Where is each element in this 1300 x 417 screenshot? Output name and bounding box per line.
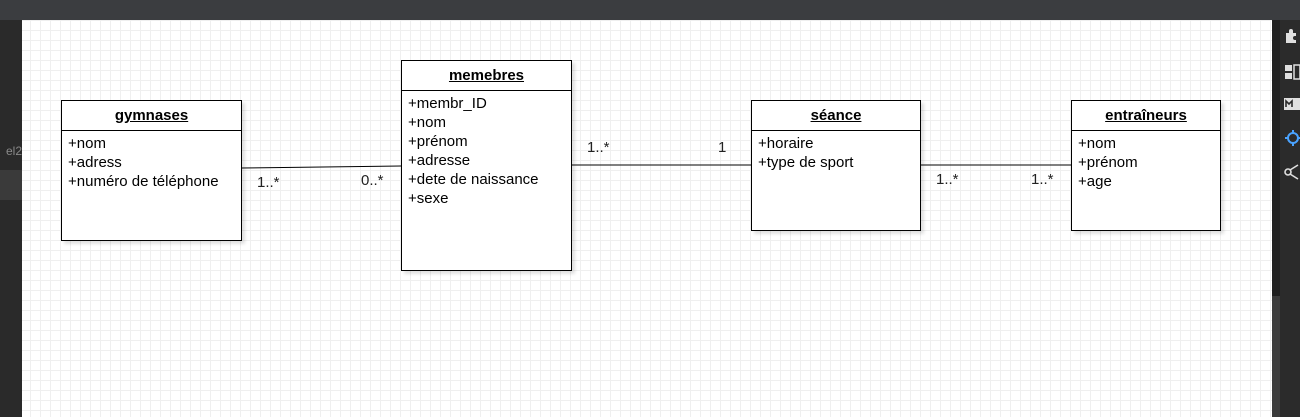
markdown-icon[interactable] — [1284, 96, 1300, 112]
attribute: +horaire — [758, 135, 814, 152]
right-toolbar — [1280, 20, 1300, 417]
target-icon[interactable] — [1284, 130, 1300, 146]
attribute: +sexe — [408, 190, 449, 207]
multiplicity-label: 1..* — [936, 171, 959, 188]
layout-icon[interactable] — [1284, 64, 1300, 80]
class-title-entraineurs: entraîneurs — [1072, 101, 1220, 131]
attribute: +adress — [68, 154, 122, 171]
multiplicity-label: 1..* — [257, 174, 280, 191]
class-attributes: +nom +prénom +age — [1072, 131, 1220, 191]
attribute: +dete de naissance — [408, 171, 539, 188]
class-title-seance: séance — [752, 101, 920, 131]
left-panel: el2 — [0, 20, 22, 417]
left-tab-label[interactable]: el2 — [5, 144, 22, 158]
class-entraineurs[interactable]: entraîneurs +nom +prénom +age — [1071, 100, 1221, 231]
class-attributes: +membr_ID +nom +prénom +adresse +dete de… — [402, 91, 571, 208]
attribute: +prénom — [1078, 154, 1138, 171]
multiplicity-label: 0..* — [361, 172, 384, 189]
attribute: +adresse — [408, 152, 471, 169]
attribute: +age — [1078, 173, 1112, 190]
class-attributes: +nom +adress +numéro de téléphone — [62, 131, 241, 191]
class-title-gymnases: gymnases — [62, 101, 241, 131]
attribute: +nom — [68, 135, 106, 152]
attribute: +type de sport — [758, 154, 854, 171]
attribute: +prénom — [408, 133, 468, 150]
attribute: +nom — [408, 114, 446, 131]
attribute: +nom — [1078, 135, 1116, 152]
multiplicity-label: 1 — [718, 139, 727, 156]
multiplicity-label: 1..* — [587, 139, 610, 156]
vertical-scrollbar[interactable] — [1272, 20, 1280, 417]
puzzle-icon[interactable] — [1284, 28, 1300, 44]
multiplicity-label: 1..* — [1031, 171, 1054, 188]
class-seance[interactable]: séance +horaire +type de sport — [751, 100, 921, 231]
class-title-memebres: memebres — [402, 61, 571, 91]
class-gymnases[interactable]: gymnases +nom +adress +numéro de télépho… — [61, 100, 242, 241]
scrollbar-thumb[interactable] — [1272, 20, 1280, 296]
attribute: +membr_ID — [408, 95, 487, 112]
diagram-canvas[interactable] — [22, 20, 1272, 417]
left-selected-item[interactable] — [0, 170, 22, 200]
attribute: +numéro de téléphone — [68, 173, 219, 190]
class-attributes: +horaire +type de sport — [752, 131, 920, 172]
class-memebres[interactable]: memebres +membr_ID +nom +prénom +adresse… — [401, 60, 572, 271]
share-icon[interactable] — [1284, 164, 1300, 180]
top-toolbar — [0, 0, 1300, 20]
